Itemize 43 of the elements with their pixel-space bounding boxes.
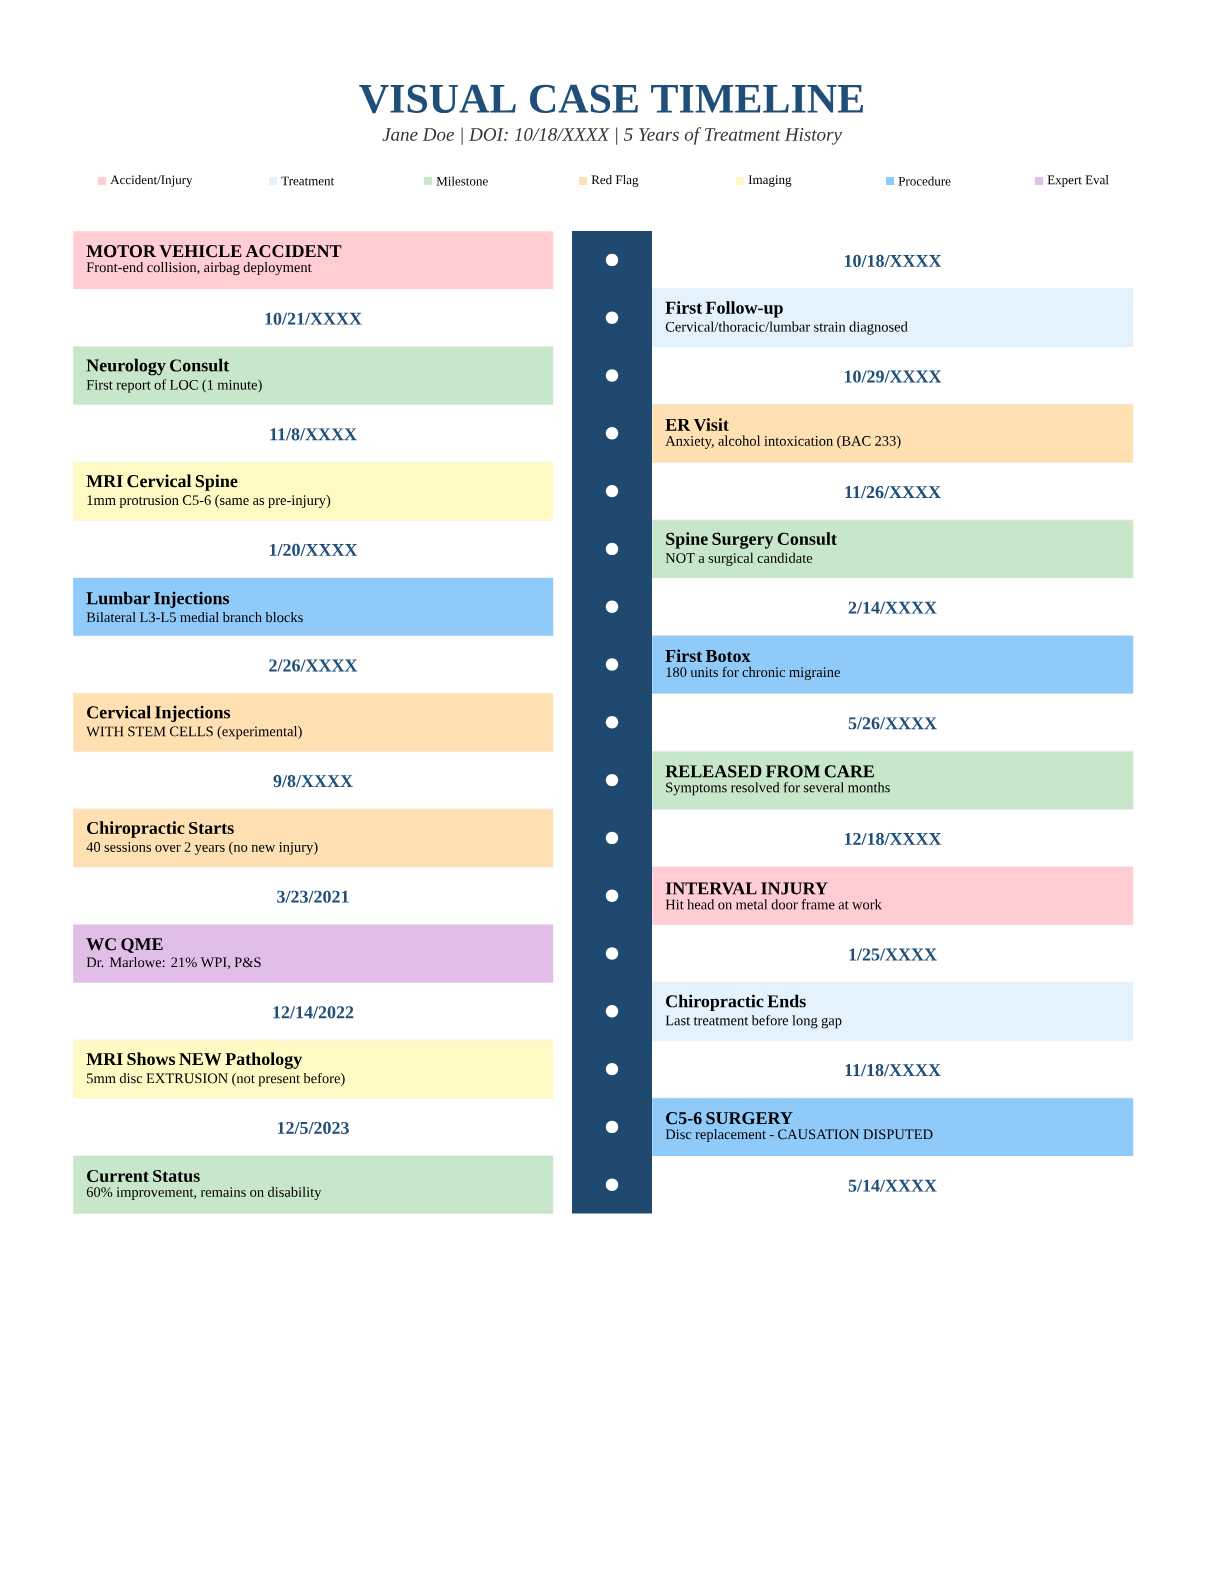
legend-label: Imaging [748, 175, 792, 187]
event-box: MRI Shows NEW Pathology 5mm disc EXTRUSION (not present before) [73, 1040, 554, 1099]
date-label: 3/23/2021 [277, 890, 349, 903]
event-box: Spine Surgery Consult NOT a surgical candidate [652, 520, 1134, 578]
legend-label: Red Flag [591, 175, 639, 187]
event-box: First Follow-up Cervical/thoracic/lumbar strain diagnosed [652, 289, 1134, 347]
subtitle: Jane Doe | DOI: 10/18/XXXX | 5 Years of Treatment History [382, 127, 842, 145]
event-box: MOTOR VEHICLE ACCIDENT Front-end collision, airbag deployment [73, 231, 554, 289]
event-box: RELEASED FROM CARE Symptoms resolved for several months [652, 751, 1134, 810]
date-label: 12/18/XXXX [844, 832, 942, 845]
legend-label: Milestone [436, 176, 488, 186]
legend-label: Accident/Injury [110, 175, 193, 187]
event-box: Lumbar Injections Bilateral L3-L5 medial branch blocks [73, 578, 554, 636]
event-box: Chiropractic Ends Last treatment before long gap [652, 982, 1134, 1041]
event-box: MRI Cervical Spine 1mm protrusion C5-6 (same as pre-injury) [73, 462, 554, 521]
event-box: INTERVAL INJURY Hit head on metal door frame at work [652, 867, 1134, 925]
date-label: 12/5/2023 [277, 1121, 349, 1134]
date-label: 10/18/XXXX [844, 254, 942, 267]
date-label: 11/8/XXXX [270, 428, 357, 441]
event-box: C5-6 SURGERY Disc replacement - CAUSATION DISPUTED [652, 1098, 1134, 1156]
event-box: First Botox 180 units for chronic migraine [652, 635, 1134, 694]
event-box: Chiropractic Starts 40 sessions over 2 years (no new injury) [73, 809, 554, 867]
date-label: 1/20/XXXX [269, 543, 358, 556]
legend-label: Procedure [898, 176, 951, 186]
date-label: 11/18/XXXX [845, 1064, 941, 1077]
date-label: 11/26/XXXX [845, 486, 941, 499]
title: VISUAL CASE TIMELINE [359, 84, 863, 114]
event-box: Neurology Consult First report of LOC (1 minute) [73, 346, 554, 405]
event-box: WC QME Dr. Marlowe: 21% WPI, P&S [73, 924, 554, 983]
legend-label: Expert Eval [1047, 175, 1109, 187]
date-label: 10/29/XXXX [844, 370, 942, 383]
event-box: Current Status 60% improvement, remains on disability [73, 1156, 554, 1214]
date-label: 1/25/XXXX [849, 948, 937, 961]
date-label: 5/26/XXXX [848, 717, 937, 730]
date-label: 2/26/XXXX [269, 659, 358, 672]
event-box: Cervical Injections WITH STEM CELLS (experimental) [73, 693, 554, 752]
legend-label: Treatment [281, 176, 335, 186]
event-box: ER Visit Anxiety, alcohol intoxication (BAC 233) [652, 404, 1134, 463]
date-label: 12/14/2022 [273, 1006, 354, 1019]
date-label: 9/8/XXXX [273, 775, 353, 788]
date-label: 10/21/XXXX [265, 312, 362, 325]
date-label: 5/14/XXXX [848, 1179, 937, 1192]
date-label: 2/14/XXXX [848, 601, 937, 614]
